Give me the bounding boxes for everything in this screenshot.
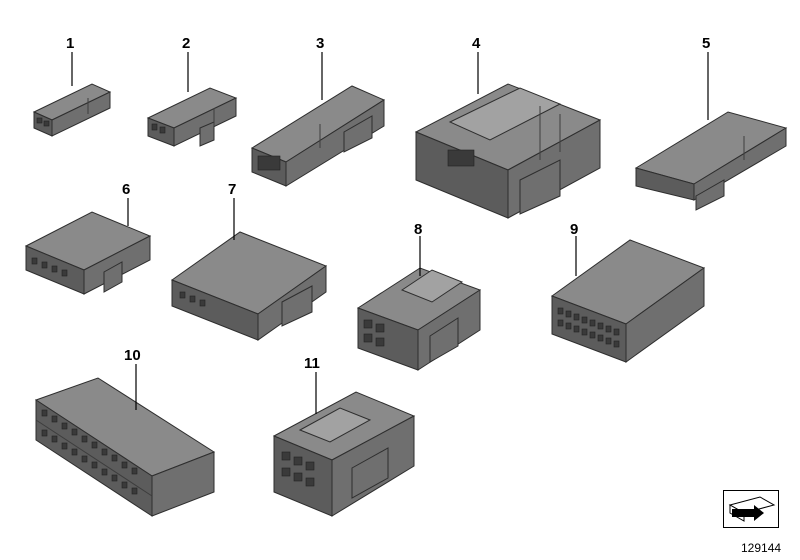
callout-10: 10 bbox=[124, 347, 141, 410]
callout-7: 7 bbox=[228, 181, 236, 240]
part-8-connector bbox=[356, 267, 482, 371]
callout-4: 4 bbox=[472, 35, 481, 94]
part-2-connector bbox=[146, 87, 238, 147]
svg-text:5: 5 bbox=[702, 35, 710, 52]
svg-text:3: 3 bbox=[316, 35, 324, 52]
svg-text:8: 8 bbox=[414, 221, 422, 238]
svg-text:9: 9 bbox=[570, 221, 578, 238]
svg-text:6: 6 bbox=[122, 181, 130, 198]
part-9-connector bbox=[550, 239, 706, 363]
callout-9: 9 bbox=[570, 221, 578, 276]
part-10-pin-row bbox=[41, 409, 138, 495]
part-1-connector bbox=[32, 83, 112, 137]
svg-text:11: 11 bbox=[304, 355, 320, 372]
part-10-connector bbox=[34, 377, 216, 517]
svg-text:7: 7 bbox=[228, 181, 236, 198]
part-11-connector bbox=[272, 391, 416, 517]
callout-3: 3 bbox=[316, 35, 324, 100]
callout-1: 1 bbox=[66, 35, 74, 86]
callout-8: 8 bbox=[414, 221, 422, 276]
callout-6: 6 bbox=[122, 181, 130, 226]
svg-text:10: 10 bbox=[124, 347, 141, 364]
part-9-pin-row bbox=[557, 307, 620, 348]
callout-5: 5 bbox=[702, 35, 710, 120]
svg-text:4: 4 bbox=[472, 35, 481, 52]
reference-icon-box bbox=[723, 490, 779, 528]
svg-text:1: 1 bbox=[66, 35, 74, 52]
part-3-connector bbox=[250, 85, 386, 187]
callout-11: 11 bbox=[304, 355, 320, 414]
callout-2: 2 bbox=[182, 35, 190, 92]
part-7-connector bbox=[170, 231, 328, 341]
svg-text:2: 2 bbox=[182, 35, 190, 52]
part-6-connector bbox=[24, 211, 152, 295]
part-5-connector bbox=[634, 111, 788, 211]
arrow-on-sheet-icon bbox=[728, 496, 776, 522]
part-4-connector bbox=[414, 83, 602, 219]
reference-number: 129144 bbox=[741, 541, 782, 555]
